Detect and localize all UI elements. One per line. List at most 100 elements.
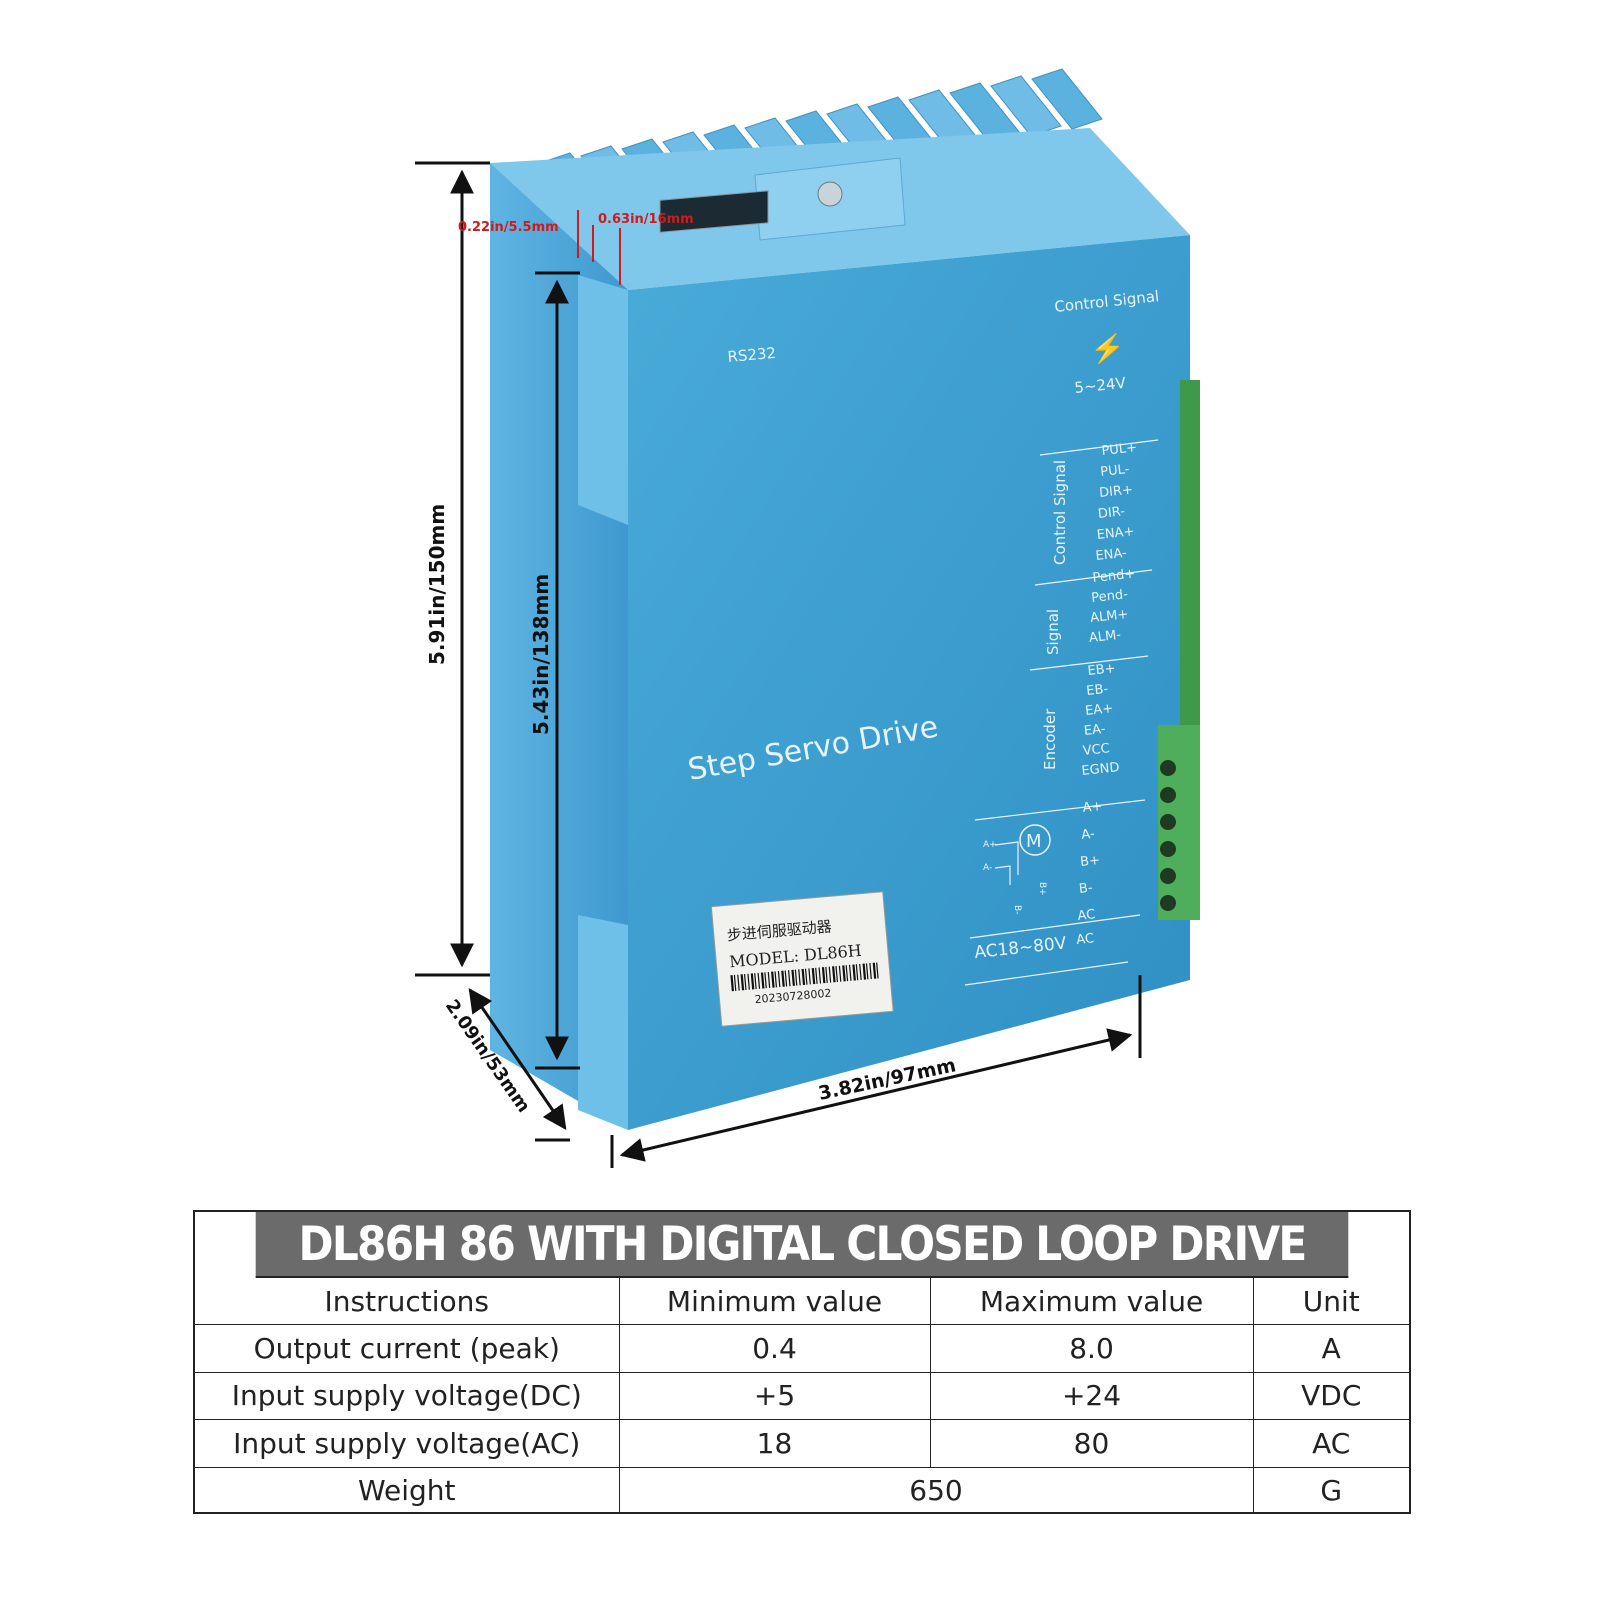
terminal-label: EB-	[1086, 682, 1110, 699]
table-cell: 18	[618, 1419, 931, 1468]
terminal-label: EA+	[1084, 701, 1113, 719]
motor-symbol: M A+ A- B- B+	[983, 824, 1051, 914]
table-row: Input supply voltage(AC) 18 80 AC	[195, 1419, 1409, 1468]
terminal-label: EB+	[1087, 661, 1116, 679]
barcode-bar	[754, 973, 757, 990]
table-cell: Input supply voltage(AC)	[195, 1419, 620, 1468]
barcode-bar	[818, 967, 822, 984]
barcode-bar	[811, 968, 816, 985]
barcode-bar	[747, 973, 750, 990]
terminal-label: EGND	[1081, 760, 1120, 779]
barcode-bar	[730, 975, 735, 992]
barcode-bar	[798, 969, 801, 986]
dim-slot: 0.63in/16mm	[598, 212, 694, 227]
barcode-bar	[801, 968, 806, 986]
barcode-bar	[869, 963, 872, 980]
barcode-bar	[842, 965, 846, 982]
svg-text:M: M	[1026, 831, 1042, 852]
rs232-port	[659, 190, 769, 233]
terminal-block	[1158, 380, 1200, 920]
barcode-bar	[855, 964, 859, 981]
barcode-bar	[794, 969, 798, 986]
barcode-bar	[787, 970, 791, 987]
terminal-label: A+	[1082, 799, 1103, 816]
terminal-labels: PUL+PUL-DIR+DIR-ENA+ENA-Pend+Pend-ALM+AL…	[1076, 440, 1138, 948]
table-header-row: Instructions Minimum value Maximum value…	[195, 1278, 1409, 1326]
barcode-bar	[757, 972, 761, 989]
table-cell: Output current (peak)	[195, 1324, 620, 1373]
led-icon: ⚡	[1090, 332, 1125, 365]
group-signal: Signal	[1044, 609, 1062, 655]
terminal-screw	[1160, 760, 1176, 776]
table-row: Input supply voltage(DC) +5 +24 VDC	[195, 1371, 1409, 1421]
header-max: Maximum value	[929, 1278, 1254, 1326]
barcode-bar	[740, 974, 745, 991]
spec-grid: Instructions Minimum value Maximum value…	[195, 1278, 1409, 1514]
barcode-bar	[791, 969, 795, 986]
terminal-label: B+	[1079, 853, 1100, 870]
barcode-bar	[777, 971, 781, 988]
barcode-bar	[781, 970, 785, 987]
terminal-label: PUL-	[1100, 462, 1131, 480]
barcode-bar	[804, 968, 808, 985]
terminal-screw	[1160, 895, 1176, 911]
mounting-screw	[817, 181, 843, 207]
terminal-label: ENA-	[1095, 546, 1128, 564]
table-cell: +5	[618, 1371, 931, 1421]
svg-text:B-: B-	[1012, 905, 1022, 914]
barcode-bar	[771, 971, 775, 988]
barcode-bar	[784, 970, 788, 987]
terminal-label: AC	[1076, 931, 1095, 948]
terminal-label: Pend+	[1092, 567, 1136, 586]
housing-left-flange-lower	[578, 915, 628, 1130]
terminal-label: AC	[1077, 907, 1096, 924]
voltage-control: 5~24V	[1074, 374, 1128, 397]
barcode-bar	[828, 966, 832, 983]
barcode-bar	[767, 971, 771, 988]
model-label: 步进伺服驱动器 MODEL: DL86H 20230728002	[710, 891, 894, 1027]
table-cell: Input supply voltage(DC)	[195, 1371, 620, 1421]
dim-inner-height: 5.43in/138mm	[529, 574, 553, 735]
barcode-bar	[835, 966, 839, 983]
table-cell: 80	[929, 1419, 1254, 1468]
dimension-lines	[415, 161, 1142, 1168]
terminal-label: ALM+	[1089, 607, 1129, 626]
barcode-bar	[859, 963, 862, 980]
dim-flange: 0.22in/5.5mm	[458, 220, 559, 235]
terminal-label: ALM-	[1088, 628, 1122, 646]
terminal-label: B-	[1078, 881, 1093, 897]
table-cell: +24	[929, 1371, 1254, 1421]
table-cell: 0.4	[618, 1324, 931, 1373]
terminal-screw	[1160, 868, 1176, 884]
terminal-label: PUL+	[1101, 440, 1138, 459]
rs232-label: RS232	[727, 344, 777, 366]
red-dimension-lines	[577, 210, 621, 285]
terminal-label: VCC	[1082, 741, 1110, 759]
barcode-bar	[848, 964, 852, 981]
barcode-bar	[872, 962, 877, 979]
table-cell: Weight	[195, 1466, 620, 1514]
header-instructions: Instructions	[195, 1278, 620, 1326]
barcode-bar	[737, 974, 740, 991]
header-unit: Unit	[1252, 1278, 1409, 1326]
barcode-bar	[832, 966, 836, 983]
table-row-weight: Weight 650 G	[195, 1466, 1409, 1514]
terminal-label: DIR+	[1098, 483, 1133, 501]
header-min: Minimum value	[618, 1278, 931, 1326]
barcode-bar	[760, 972, 765, 989]
spec-table: DL86H 86 WITH DIGITAL CLOSED LOOP DRIVE …	[193, 1210, 1411, 1514]
group-encoder: Encoder	[1041, 708, 1059, 770]
housing-left-flange	[578, 275, 628, 525]
barcode-bar	[743, 974, 747, 991]
barcode-bar	[865, 963, 869, 980]
barcode-bar	[774, 971, 778, 988]
svg-text:A-: A-	[983, 863, 992, 873]
terminal-label: A-	[1081, 827, 1096, 843]
terminal-label: Pend-	[1091, 587, 1129, 606]
dim-overall-height: 5.91in/150mm	[425, 504, 449, 665]
product-figure: RS232 Control Signal ⚡ 5~24V Control Sig…	[415, 68, 1200, 1168]
barcode-bar	[845, 965, 849, 982]
barcode-bar	[764, 972, 767, 989]
terminal-label: ENA+	[1096, 524, 1135, 543]
barcode-bar	[750, 973, 755, 990]
